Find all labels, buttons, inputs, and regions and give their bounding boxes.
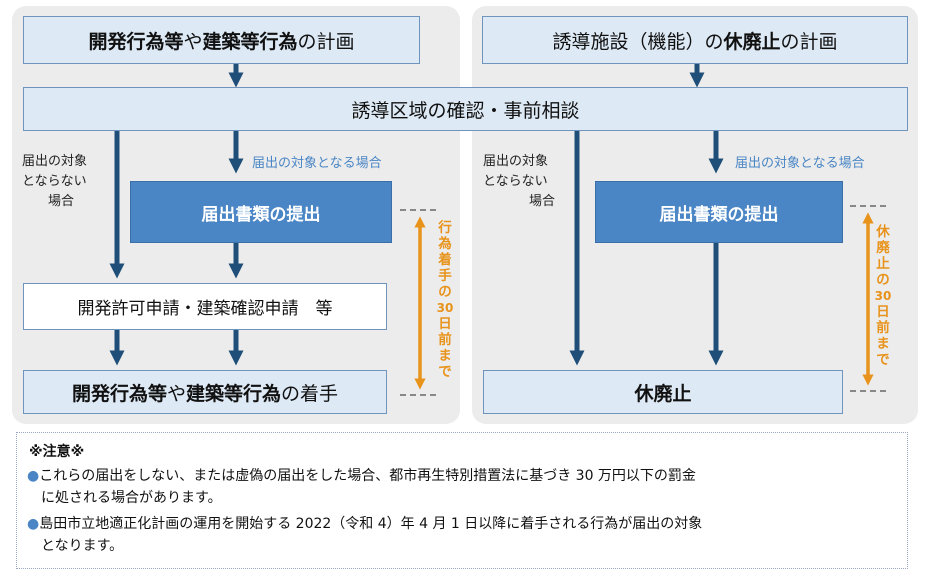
left-plan-box: 開発行為等や建築等行為の計画 bbox=[23, 16, 420, 64]
permit-box: 開発許可申請・建築確認申請 等 bbox=[23, 283, 387, 330]
right-deadline-label: 休 廃 止 の 30 日 前 ま で bbox=[874, 224, 892, 368]
note-item-1: ●これらの届出をしない、または虚偽の届出をした場合、都市再生特別措置法に基づき … bbox=[27, 468, 696, 506]
right-plan-box: 誘導施設（機能）の休廃止の計画 bbox=[482, 16, 908, 64]
left-submit-box: 届出書類の提出 bbox=[130, 181, 392, 243]
notes-box: ※注意※ ●これらの届出をしない、または虚偽の届出をした場合、都市再生特別措置法… bbox=[16, 432, 908, 569]
left-no-notice-label: 届出の対象 とならない 場合 bbox=[22, 154, 88, 209]
left-notice-label: 届出の対象となる場合 bbox=[252, 156, 382, 171]
consultation-box: 誘導区域の確認・事前相談 bbox=[23, 87, 908, 131]
notes-title: ※注意※ bbox=[29, 444, 85, 460]
right-end-box: 休廃止 bbox=[483, 370, 843, 414]
note-item-2: ●島田市立地適正化計画の運用を開始する 2022（令和 4）年 4 月 1 日以… bbox=[27, 516, 703, 554]
left-start-box: 開発行為等や建築等行為の着手 bbox=[23, 370, 387, 414]
right-submit-box: 届出書類の提出 bbox=[595, 181, 843, 243]
left-deadline-label: 行 為 着 手 の 30 日 前 ま で bbox=[436, 220, 454, 380]
right-no-notice-label: 届出の対象 とならない 場合 bbox=[483, 154, 556, 209]
right-notice-label: 届出の対象となる場合 bbox=[735, 156, 865, 171]
